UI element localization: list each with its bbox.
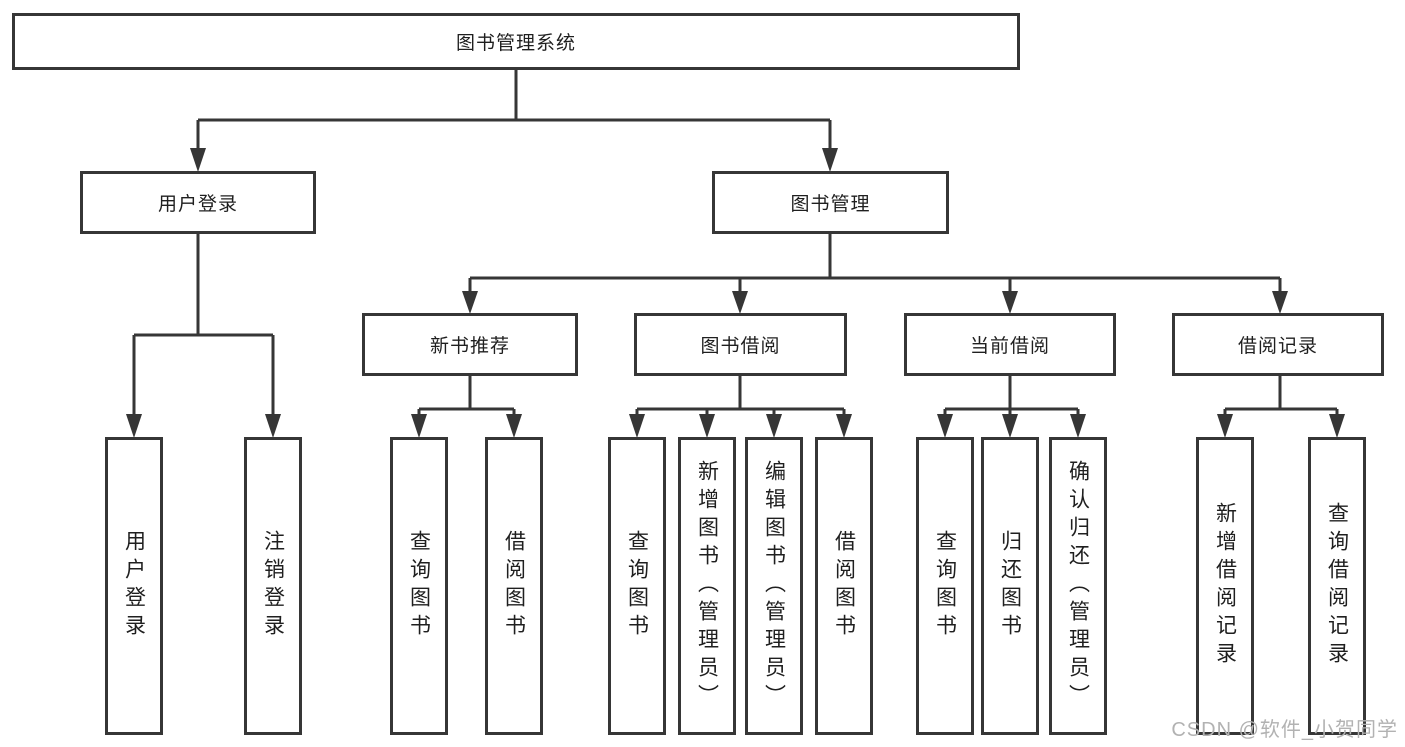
- node-label: 新书推荐: [429, 336, 510, 357]
- leaf-label: 借阅图书: [502, 530, 526, 642]
- node-label: 图书管理系统: [455, 33, 576, 54]
- leaf-label: 用户登录: [122, 530, 146, 642]
- leaf-edit-books-admin: 编辑图书（管理员）: [745, 437, 803, 735]
- leaf-label: 查询借阅记录: [1325, 502, 1349, 670]
- node-label: 用户登录: [157, 194, 238, 215]
- leaf-add-borrow-record: 新增借阅记录: [1196, 437, 1254, 735]
- leaf-label: 查询图书: [407, 530, 431, 642]
- leaf-label: 查询图书: [625, 530, 649, 642]
- node-label: 借阅记录: [1237, 336, 1318, 357]
- node-user-login: 用户登录: [80, 171, 316, 234]
- leaf-label: 编辑图书（管理员）: [762, 460, 786, 712]
- leaf-user-login: 用户登录: [105, 437, 163, 735]
- leaf-logout: 注销登录: [244, 437, 302, 735]
- leaf-query-borrow-record: 查询借阅记录: [1308, 437, 1366, 735]
- leaf-borrow-books: 借阅图书: [815, 437, 873, 735]
- node-new-book-recommend: 新书推荐: [362, 313, 578, 376]
- node-book-borrow: 图书借阅: [634, 313, 847, 376]
- leaf-confirm-return-admin: 确认归还（管理员）: [1049, 437, 1107, 735]
- leaf-return-books: 归还图书: [981, 437, 1039, 735]
- leaf-add-books-admin: 新增图书（管理员）: [678, 437, 736, 735]
- leaf-label: 新增图书（管理员）: [695, 460, 719, 712]
- leaf-label: 查询图书: [933, 530, 957, 642]
- leaf-borrow-books-recommend: 借阅图书: [485, 437, 543, 735]
- node-current-borrow: 当前借阅: [904, 313, 1116, 376]
- leaf-label: 借阅图书: [832, 530, 856, 642]
- leaf-label: 注销登录: [261, 530, 285, 642]
- node-label: 图书借阅: [700, 336, 781, 357]
- leaf-label: 归还图书: [998, 530, 1022, 642]
- leaf-label: 确认归还（管理员）: [1066, 460, 1090, 712]
- leaf-query-books-recommend: 查询图书: [390, 437, 448, 735]
- leaf-label: 新增借阅记录: [1213, 502, 1237, 670]
- csdn-watermark: CSDN @软件_小贺同学: [1171, 719, 1398, 741]
- node-borrow-records: 借阅记录: [1172, 313, 1384, 376]
- node-library-management-system: 图书管理系统: [12, 13, 1020, 70]
- node-label: 图书管理: [790, 194, 871, 215]
- leaf-query-books-current: 查询图书: [916, 437, 974, 735]
- node-label: 当前借阅: [969, 336, 1050, 357]
- node-book-management: 图书管理: [712, 171, 949, 234]
- leaf-query-books-borrow: 查询图书: [608, 437, 666, 735]
